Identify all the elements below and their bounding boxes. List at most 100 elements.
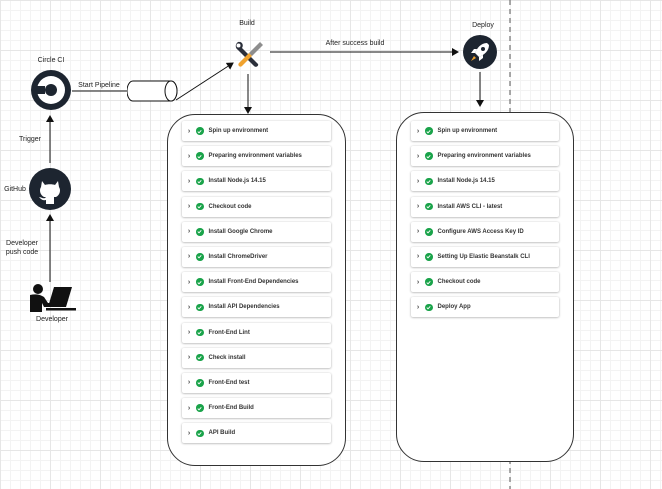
step-label: Install AWS CLI - latest <box>437 203 503 210</box>
step-row[interactable]: › Install Node.js 14.15 <box>411 171 559 192</box>
step-row[interactable]: › Setting Up Elastic Beanstalk CLI <box>411 246 559 267</box>
success-check-icon <box>196 328 204 337</box>
success-check-icon <box>425 278 433 286</box>
step-label: Install Node.js 14.15 <box>437 178 495 185</box>
success-check-icon <box>425 253 433 261</box>
chevron-right-icon[interactable]: › <box>187 152 191 160</box>
chevron-right-icon[interactable]: › <box>416 253 420 261</box>
step-row[interactable]: › Install Node.js 14.15 <box>182 171 331 192</box>
step-label: Check install <box>208 354 246 361</box>
circleci-label: Circle CI <box>37 57 65 64</box>
success-check-icon <box>196 404 204 412</box>
step-row[interactable]: › Spin up environment <box>411 121 559 141</box>
developer-label: Developer <box>36 316 68 323</box>
chevron-right-icon[interactable]: › <box>187 228 191 236</box>
developer-laptop-icon <box>30 284 76 312</box>
chevron-right-icon[interactable]: › <box>187 404 191 412</box>
success-check-icon <box>196 177 204 186</box>
success-check-icon <box>196 379 204 387</box>
developer-push-label-line1: Developer <box>6 240 38 247</box>
step-row[interactable]: › Checkout code <box>411 272 559 293</box>
step-label: Configure AWS Access Key ID <box>437 228 524 235</box>
success-check-icon <box>196 303 204 312</box>
step-row[interactable]: › Preparing environment variables <box>411 146 559 167</box>
chevron-right-icon[interactable]: › <box>416 177 420 185</box>
step-label: Spin up environment <box>437 128 498 134</box>
wrench-screwdriver-icon <box>235 41 263 67</box>
developer-push-label-line2: push code <box>5 249 39 256</box>
chevron-right-icon[interactable]: › <box>187 303 191 311</box>
success-check-icon <box>196 202 204 211</box>
step-row[interactable]: › Install API Dependencies <box>182 297 331 318</box>
step-row[interactable]: › Front-End test <box>182 372 331 393</box>
success-check-icon <box>425 202 433 211</box>
success-check-icon <box>196 253 204 261</box>
step-label: Checkout code <box>208 203 252 210</box>
step-label: Spin up environment <box>208 128 269 134</box>
step-label: Checkout code <box>437 279 481 286</box>
pipeline-cylinder-icon <box>127 80 178 102</box>
success-check-icon <box>196 429 204 437</box>
chevron-right-icon[interactable]: › <box>187 329 191 336</box>
chevron-right-icon[interactable]: › <box>416 303 420 311</box>
build-label: Build <box>239 20 255 27</box>
chevron-right-icon[interactable]: › <box>187 278 191 286</box>
success-check-icon <box>196 152 204 160</box>
chevron-right-icon[interactable]: › <box>416 228 420 236</box>
chevron-right-icon[interactable]: › <box>416 278 420 286</box>
success-check-icon <box>425 303 433 312</box>
step-row[interactable]: › Install Google Chrome <box>182 221 331 242</box>
after-success-label: After success build <box>325 40 385 47</box>
success-check-icon <box>425 228 433 236</box>
step-label: Front-End Build <box>208 405 254 412</box>
step-row[interactable]: › Front-End Lint <box>182 322 331 343</box>
step-label: Preparing environment variables <box>437 153 531 160</box>
github-icon <box>29 168 71 210</box>
success-check-icon <box>196 228 204 236</box>
chevron-right-icon[interactable]: › <box>416 203 420 211</box>
step-label: Install API Dependencies <box>208 304 280 311</box>
step-row[interactable]: › Install Front-End Dependencies <box>182 272 331 293</box>
step-row[interactable]: › Deploy App <box>411 297 559 318</box>
chevron-right-icon[interactable]: › <box>187 253 191 261</box>
chevron-right-icon[interactable]: › <box>187 354 191 362</box>
deploy-step-list: › Spin up environment › Preparing environme… <box>411 121 559 323</box>
success-check-icon <box>196 353 204 362</box>
step-label: Install ChromeDriver <box>208 253 268 260</box>
success-check-icon <box>196 278 204 286</box>
step-label: Front-End Lint <box>208 329 250 336</box>
step-label: Install Node.js 14.15 <box>208 178 266 185</box>
step-row[interactable]: › API Build <box>182 423 331 444</box>
success-check-icon <box>425 152 433 160</box>
step-label: Preparing environment variables <box>208 153 302 160</box>
step-row[interactable]: › Spin up environment <box>182 121 331 141</box>
step-label: Deploy App <box>437 304 471 311</box>
step-label: Install Google Chrome <box>208 228 273 235</box>
deploy-panel: › Spin up environment › Preparing environme… <box>396 112 574 462</box>
chevron-right-icon[interactable]: › <box>187 127 191 135</box>
step-row[interactable]: › Install ChromeDriver <box>182 246 331 267</box>
step-row[interactable]: › Check install <box>182 347 331 368</box>
step-label: API Build <box>208 430 236 437</box>
rocket-icon <box>463 35 497 69</box>
step-row[interactable]: › Preparing environment variables <box>182 146 331 167</box>
pipeline-to-build-arrow <box>175 62 234 101</box>
step-label: Setting Up Elastic Beanstalk CLI <box>437 253 530 260</box>
step-row[interactable]: › Install AWS CLI - latest <box>411 196 559 217</box>
step-label: Install Front-End Dependencies <box>208 279 299 286</box>
success-check-icon <box>196 127 204 135</box>
step-row[interactable]: › Front-End Build <box>182 398 331 419</box>
step-label: Front-End test <box>208 379 250 386</box>
trigger-label: Trigger <box>19 136 41 143</box>
chevron-right-icon[interactable]: › <box>416 152 420 160</box>
circleci-icon <box>31 70 71 110</box>
step-row[interactable]: › Checkout code <box>182 196 331 217</box>
chevron-right-icon[interactable]: › <box>187 379 191 387</box>
chevron-right-icon[interactable]: › <box>416 127 420 135</box>
success-check-icon <box>425 127 433 135</box>
step-row[interactable]: › Configure AWS Access Key ID <box>411 221 559 242</box>
chevron-right-icon[interactable]: › <box>187 203 191 211</box>
github-label: GitHub <box>4 186 26 193</box>
chevron-right-icon[interactable]: › <box>187 177 191 185</box>
chevron-right-icon[interactable]: › <box>187 429 191 437</box>
